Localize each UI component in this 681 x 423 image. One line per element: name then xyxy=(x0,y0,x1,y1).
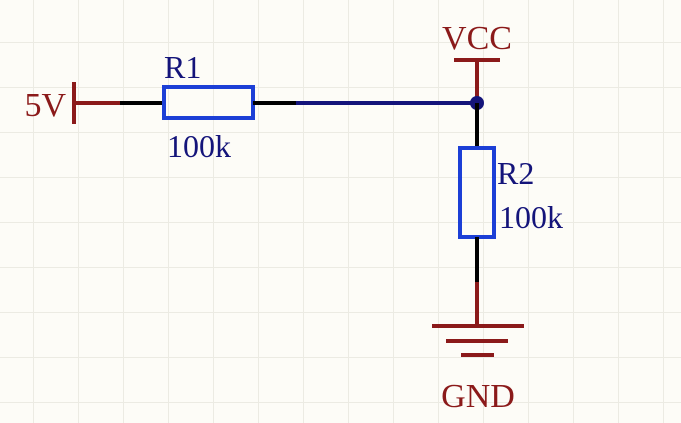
resistor-r1-designator: R1 xyxy=(164,49,201,85)
resistor-r1-value: 100k xyxy=(167,128,231,164)
power-port-5v-label: 5V xyxy=(24,87,66,124)
resistor-r2-body xyxy=(458,146,496,239)
power-port-vcc[interactable]: VCC xyxy=(442,20,512,103)
resistor-r2-value: 100k xyxy=(499,199,563,235)
resistor-r2-designator: R2 xyxy=(497,155,534,191)
resistor-r1-body xyxy=(162,85,255,120)
resistor-r1[interactable]: R1 100k xyxy=(120,49,296,164)
resistor-r2[interactable]: R2 100k xyxy=(458,103,563,282)
power-port-gnd[interactable]: GND xyxy=(432,282,524,415)
power-port-gnd-label: GND xyxy=(441,378,515,415)
power-port-5v[interactable]: 5V xyxy=(24,82,120,124)
power-port-vcc-label: VCC xyxy=(442,20,512,57)
